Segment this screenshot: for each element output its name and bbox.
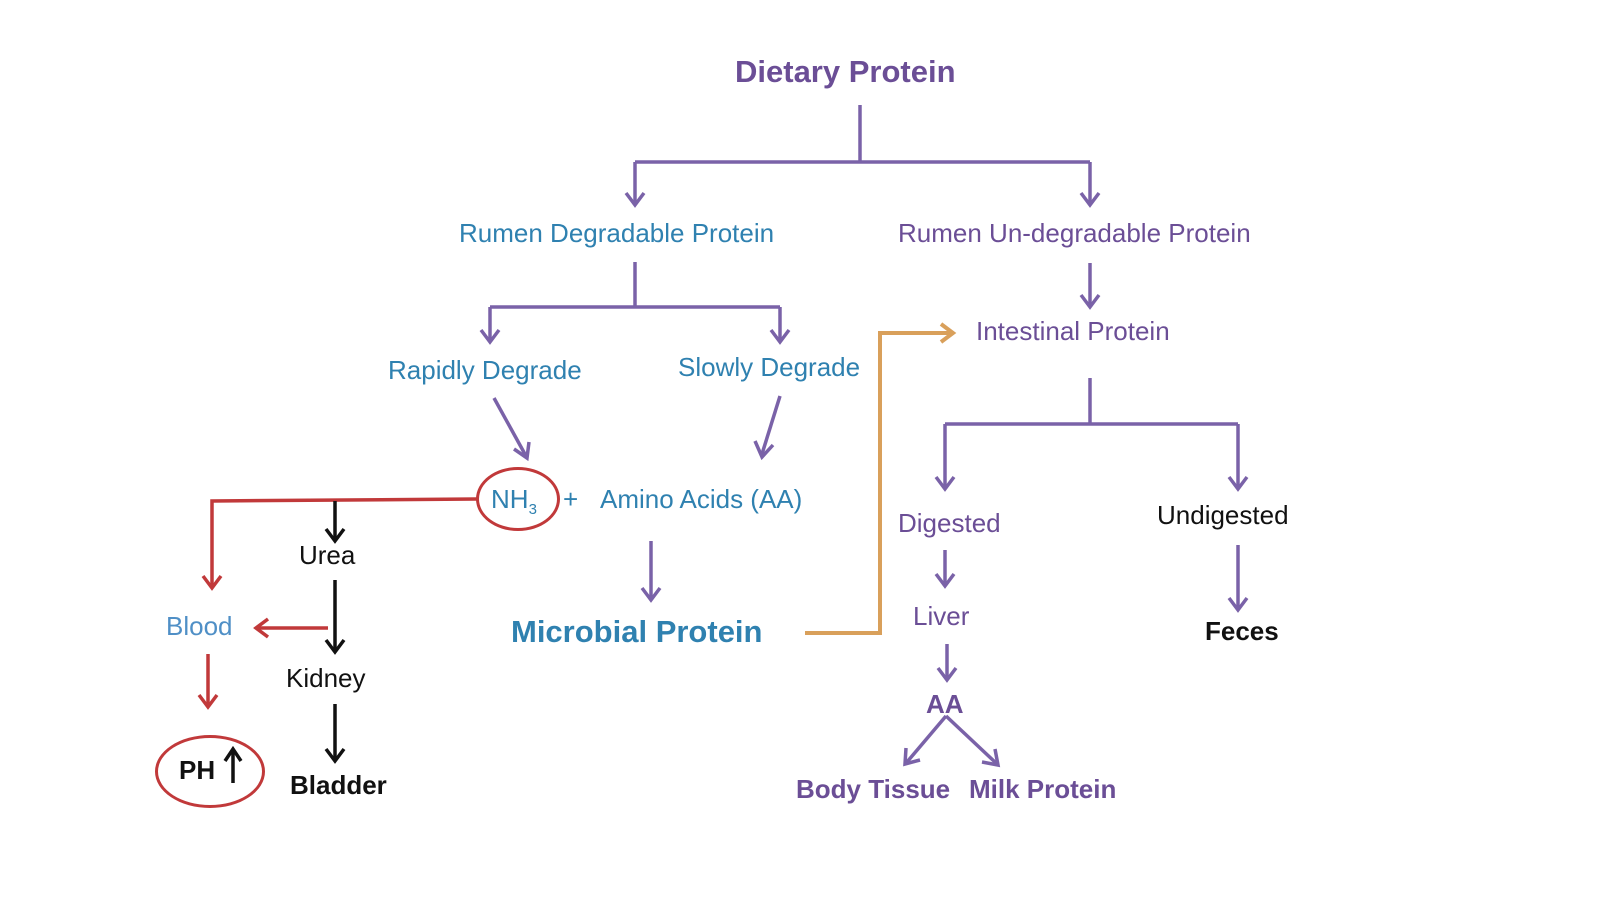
ph-label: PH	[179, 755, 216, 785]
rapid-to-nh3-arrow	[492, 397, 531, 462]
rumen-degradable-protein-label: Rumen Degradable Protein	[459, 218, 775, 248]
urea-to-blood-arrow	[253, 617, 328, 639]
digested-to-liver-arrow	[934, 550, 956, 589]
undigested-to-feces-arrow	[1227, 545, 1249, 613]
microbial-to-intestinal-arrow	[805, 322, 957, 635]
blood-to-ph-arrow	[197, 654, 219, 710]
kidney-label: Kidney	[286, 663, 366, 693]
dietary-split-connector	[624, 105, 1101, 208]
liver-label: Liver	[913, 601, 970, 631]
body-tissue-label: Body Tissue	[796, 774, 951, 804]
aa-to-microbial-arrow	[640, 541, 662, 603]
rumen-undegradable-protein-label: Rumen Un-degradable Protein	[898, 218, 1251, 248]
liver-to-aa-arrow	[936, 644, 958, 683]
nh3-circle	[476, 467, 560, 531]
ph-circle	[155, 735, 265, 808]
amino-acids-label: Amino Acids (AA)	[600, 484, 803, 514]
rdp-split-connector	[479, 262, 791, 345]
plus-sign: +	[563, 484, 579, 514]
dietary-protein-label: Dietary Protein	[735, 54, 956, 89]
intestinal-protein-label: Intestinal Protein	[976, 316, 1170, 346]
nh3-label: NH3	[491, 486, 537, 517]
nh3-subscript: 3	[528, 501, 537, 518]
microbial-protein-label: Microbial Protein	[511, 614, 763, 649]
rup-to-intestinal-arrow	[1079, 263, 1101, 310]
feces-label: Feces	[1205, 616, 1279, 646]
nh3-to-urea-arrow	[324, 501, 346, 544]
blood-label: Blood	[166, 611, 233, 641]
urea-label: Urea	[299, 540, 356, 570]
undigested-label: Undigested	[1157, 500, 1289, 530]
digested-label: Digested	[898, 508, 1001, 538]
milk-protein-label: Milk Protein	[969, 774, 1117, 804]
urea-to-kidney-arrow	[324, 580, 346, 655]
bladder-label: Bladder	[290, 770, 387, 800]
slow-to-aa-arrow	[753, 395, 782, 461]
nh3-to-blood-arrow	[201, 497, 478, 591]
aa-label: AA	[926, 689, 964, 719]
slowly-degrade-label: Slowly Degrade	[678, 352, 861, 382]
aa-split-arrows	[903, 714, 1001, 768]
intestinal-split-connector	[934, 378, 1249, 492]
nh3-base-text: NH	[491, 484, 529, 514]
kidney-to-bladder-arrow	[324, 704, 346, 764]
rapidly-degrade-label: Rapidly Degrade	[388, 355, 582, 385]
